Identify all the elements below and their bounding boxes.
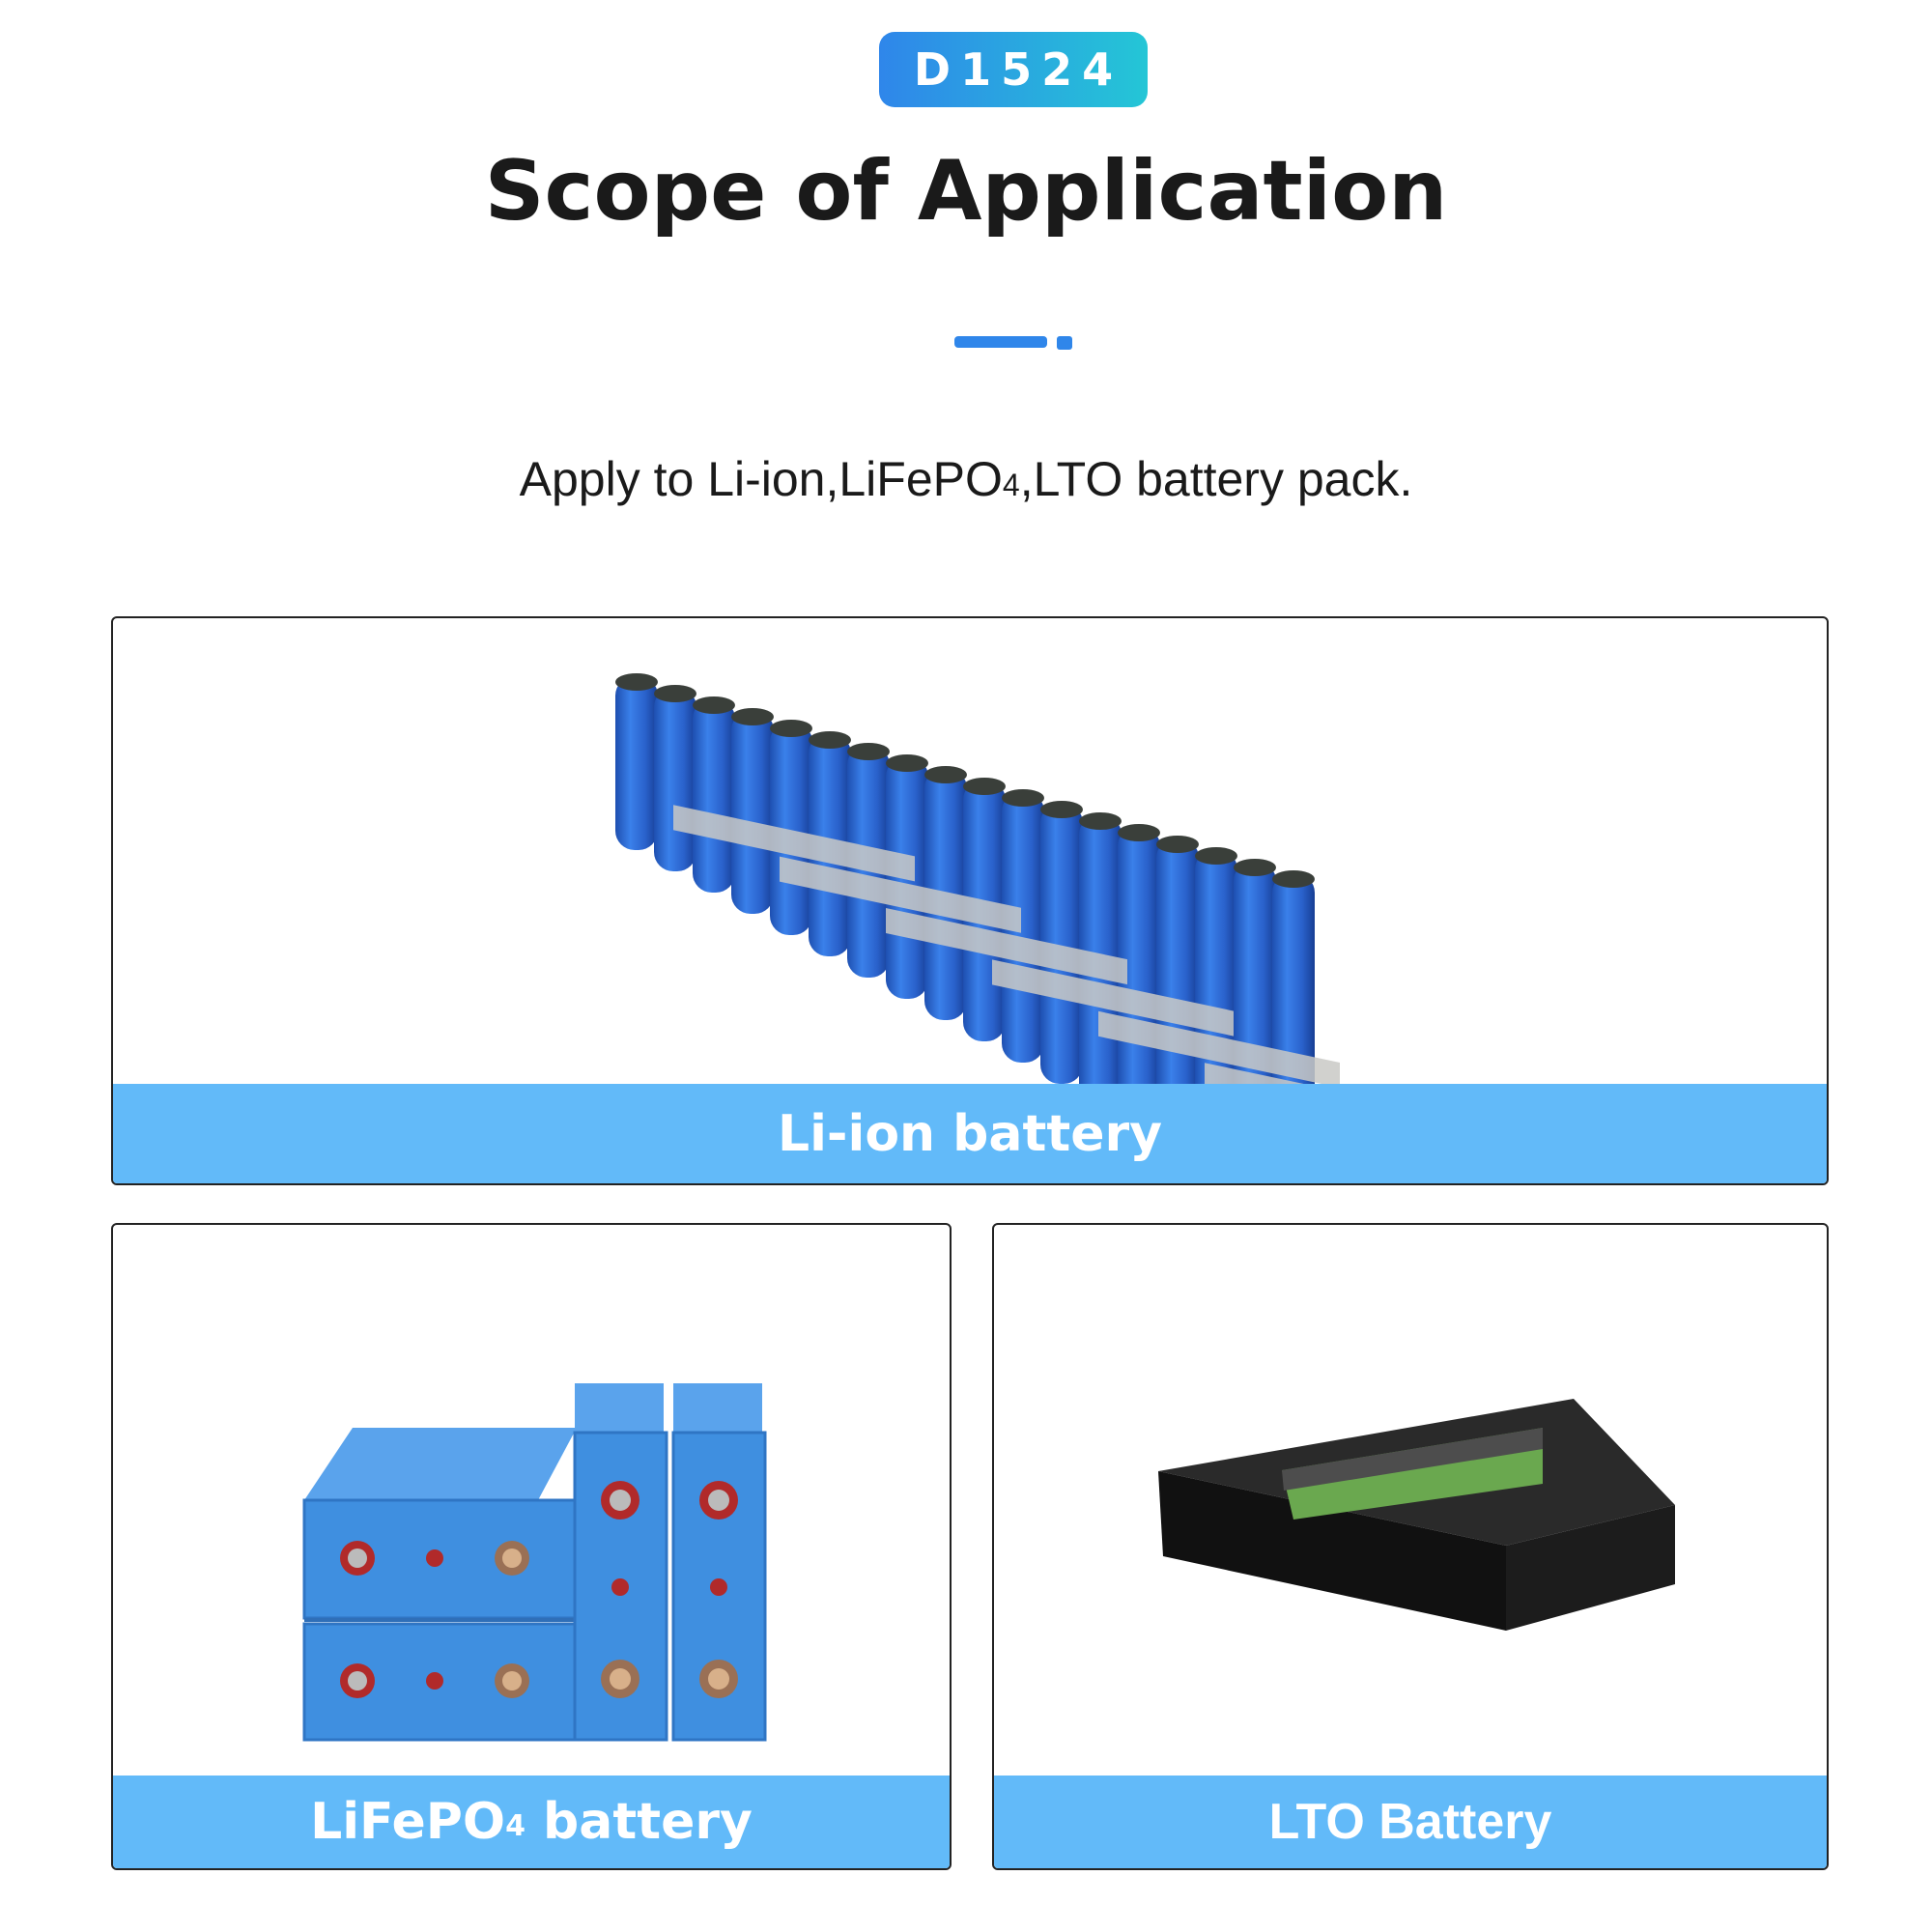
lifepo4-label-prefix: LiFePO bbox=[310, 1793, 506, 1851]
lto-battery-image bbox=[1158, 1399, 1675, 1631]
cell-cap bbox=[770, 720, 812, 737]
cell-cap bbox=[1079, 812, 1122, 830]
cell-cap bbox=[1118, 824, 1160, 841]
cell-cap bbox=[1156, 836, 1199, 853]
cell-cap bbox=[731, 708, 774, 725]
prismatic-cells-horizontal bbox=[302, 1428, 577, 1742]
lto-label: LTO Battery bbox=[994, 1776, 1827, 1868]
cell-body bbox=[731, 711, 774, 914]
cell-cap bbox=[963, 778, 1006, 795]
cell-body bbox=[1118, 827, 1160, 1088]
lifepo4-battery-image bbox=[302, 1383, 767, 1742]
cell-cap bbox=[1234, 859, 1276, 876]
title-divider-bar bbox=[954, 336, 1047, 348]
lto-battery-box bbox=[1158, 1399, 1675, 1631]
cell-cap bbox=[1002, 789, 1044, 807]
nickel-strip bbox=[992, 959, 1234, 1037]
prismatic-cells-vertical bbox=[573, 1383, 767, 1742]
title-divider-dot bbox=[1057, 336, 1072, 350]
nickel-strip bbox=[673, 805, 915, 882]
nickel-strip bbox=[1205, 1063, 1446, 1088]
nickel-strip bbox=[780, 856, 1021, 933]
cell-body bbox=[693, 699, 735, 893]
cell-body bbox=[1040, 804, 1083, 1084]
subtitle: Apply to Li-ion,LiFePO4,LTO battery pack… bbox=[0, 451, 1932, 507]
cell-cap bbox=[693, 696, 735, 714]
subtitle-suffix: ,LTO battery pack. bbox=[1019, 452, 1413, 506]
cell-cap bbox=[924, 766, 967, 783]
cell-cap bbox=[1195, 847, 1237, 865]
cell-body bbox=[1272, 873, 1315, 1088]
liion-battery-pack-image bbox=[615, 673, 1446, 1088]
cell-body bbox=[1234, 862, 1276, 1088]
cell-body bbox=[615, 676, 658, 850]
cell-cap bbox=[847, 743, 890, 760]
cell-cap bbox=[809, 731, 851, 749]
nickel-strip bbox=[886, 908, 1127, 985]
card-liion: Li-ion battery bbox=[111, 616, 1829, 1185]
cell-body bbox=[654, 688, 696, 871]
lifepo4-label-suffix: battery bbox=[525, 1793, 753, 1851]
card-lto: LTO Battery bbox=[992, 1223, 1829, 1870]
subtitle-subscript: 4 bbox=[1002, 468, 1020, 502]
cell-cap bbox=[1272, 870, 1315, 888]
page-title: Scope of Application bbox=[484, 143, 1448, 240]
cell-cap bbox=[615, 673, 658, 691]
cell-cap bbox=[654, 685, 696, 702]
cell-body bbox=[1002, 792, 1044, 1063]
cell-cap bbox=[1040, 801, 1083, 818]
liion-label: Li-ion battery bbox=[113, 1084, 1827, 1183]
subtitle-prefix: Apply to Li-ion,LiFePO bbox=[519, 452, 1003, 506]
lifepo4-label-subscript: 4 bbox=[505, 1809, 526, 1843]
model-badge: D1524 bbox=[879, 32, 1148, 107]
cell-cap bbox=[886, 754, 928, 772]
nickel-strip bbox=[1098, 1010, 1340, 1088]
